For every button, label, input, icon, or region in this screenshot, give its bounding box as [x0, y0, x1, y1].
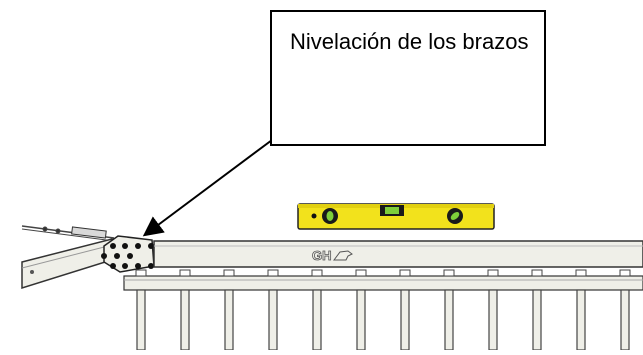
tine [224, 289, 234, 351]
joint-bolt [122, 263, 128, 269]
cable-assembly [21, 225, 115, 242]
joint-bolt [110, 243, 116, 249]
main-bar [153, 240, 643, 268]
frame-bar [123, 275, 643, 291]
tine [180, 289, 190, 351]
joint-bolt [135, 263, 141, 269]
callout-label: Nivelación de los brazos [290, 29, 529, 54]
level-hang-hole [311, 213, 317, 219]
joint-bolt [127, 253, 133, 259]
tine [532, 289, 542, 351]
tine [312, 289, 322, 351]
tine [444, 289, 454, 351]
joint-bolt [148, 243, 154, 249]
spirit-level [297, 203, 495, 230]
tines [136, 289, 630, 351]
horse-logo-icon [333, 250, 353, 261]
tine [136, 289, 146, 351]
callout-box: Nivelación de los brazos [270, 10, 546, 146]
brand-logo-text: GH [312, 248, 332, 263]
tine-mounts [135, 269, 631, 277]
tine [356, 289, 366, 351]
brand-logo: GH [312, 248, 353, 263]
joint-bolt [110, 263, 116, 269]
joint-bolt [148, 263, 154, 269]
tine [576, 289, 586, 351]
tine [400, 289, 410, 351]
tine [488, 289, 498, 351]
joint-bolt [101, 253, 107, 259]
joint-bolt [122, 243, 128, 249]
joint-bolt [135, 243, 141, 249]
joint-bolt [114, 253, 120, 259]
tine [620, 289, 630, 351]
callout-arrow [142, 139, 273, 237]
tine [268, 289, 278, 351]
